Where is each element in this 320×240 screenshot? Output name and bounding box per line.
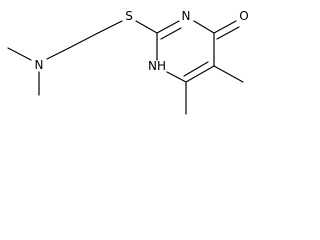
bond-c5-methyl xyxy=(213,65,244,83)
bond-ch2-to-s xyxy=(97,20,123,34)
bond-lines xyxy=(7,20,244,115)
bond-c6-n1 xyxy=(166,71,187,83)
atom-label-oxygen: O xyxy=(239,9,248,23)
bond-ch2-to-ch2 xyxy=(68,32,99,49)
bond-c2-n3 xyxy=(156,20,180,34)
atom-label-ring-nh: NH xyxy=(148,59,166,73)
bond-c4-o-double xyxy=(216,26,240,40)
atom-labels: N S N O NH xyxy=(35,9,249,73)
bond-c5-c6 xyxy=(185,65,215,83)
atom-label-sulfur: S xyxy=(125,9,133,23)
atom-label-amine-n: N xyxy=(35,58,44,72)
bond-c2-n3-double xyxy=(160,27,182,40)
structure-diagram: N S N O NH xyxy=(7,9,249,115)
bond-n-to-ch2 xyxy=(46,47,70,60)
bond-methyl-left-to-n xyxy=(7,47,32,61)
bond-n3-c4 xyxy=(193,20,215,34)
bond-s-to-c2 xyxy=(135,20,158,34)
bond-c4-o xyxy=(213,20,237,34)
atom-label-ring-n-top: N xyxy=(182,9,191,23)
bond-c5-c6-double xyxy=(183,61,209,77)
